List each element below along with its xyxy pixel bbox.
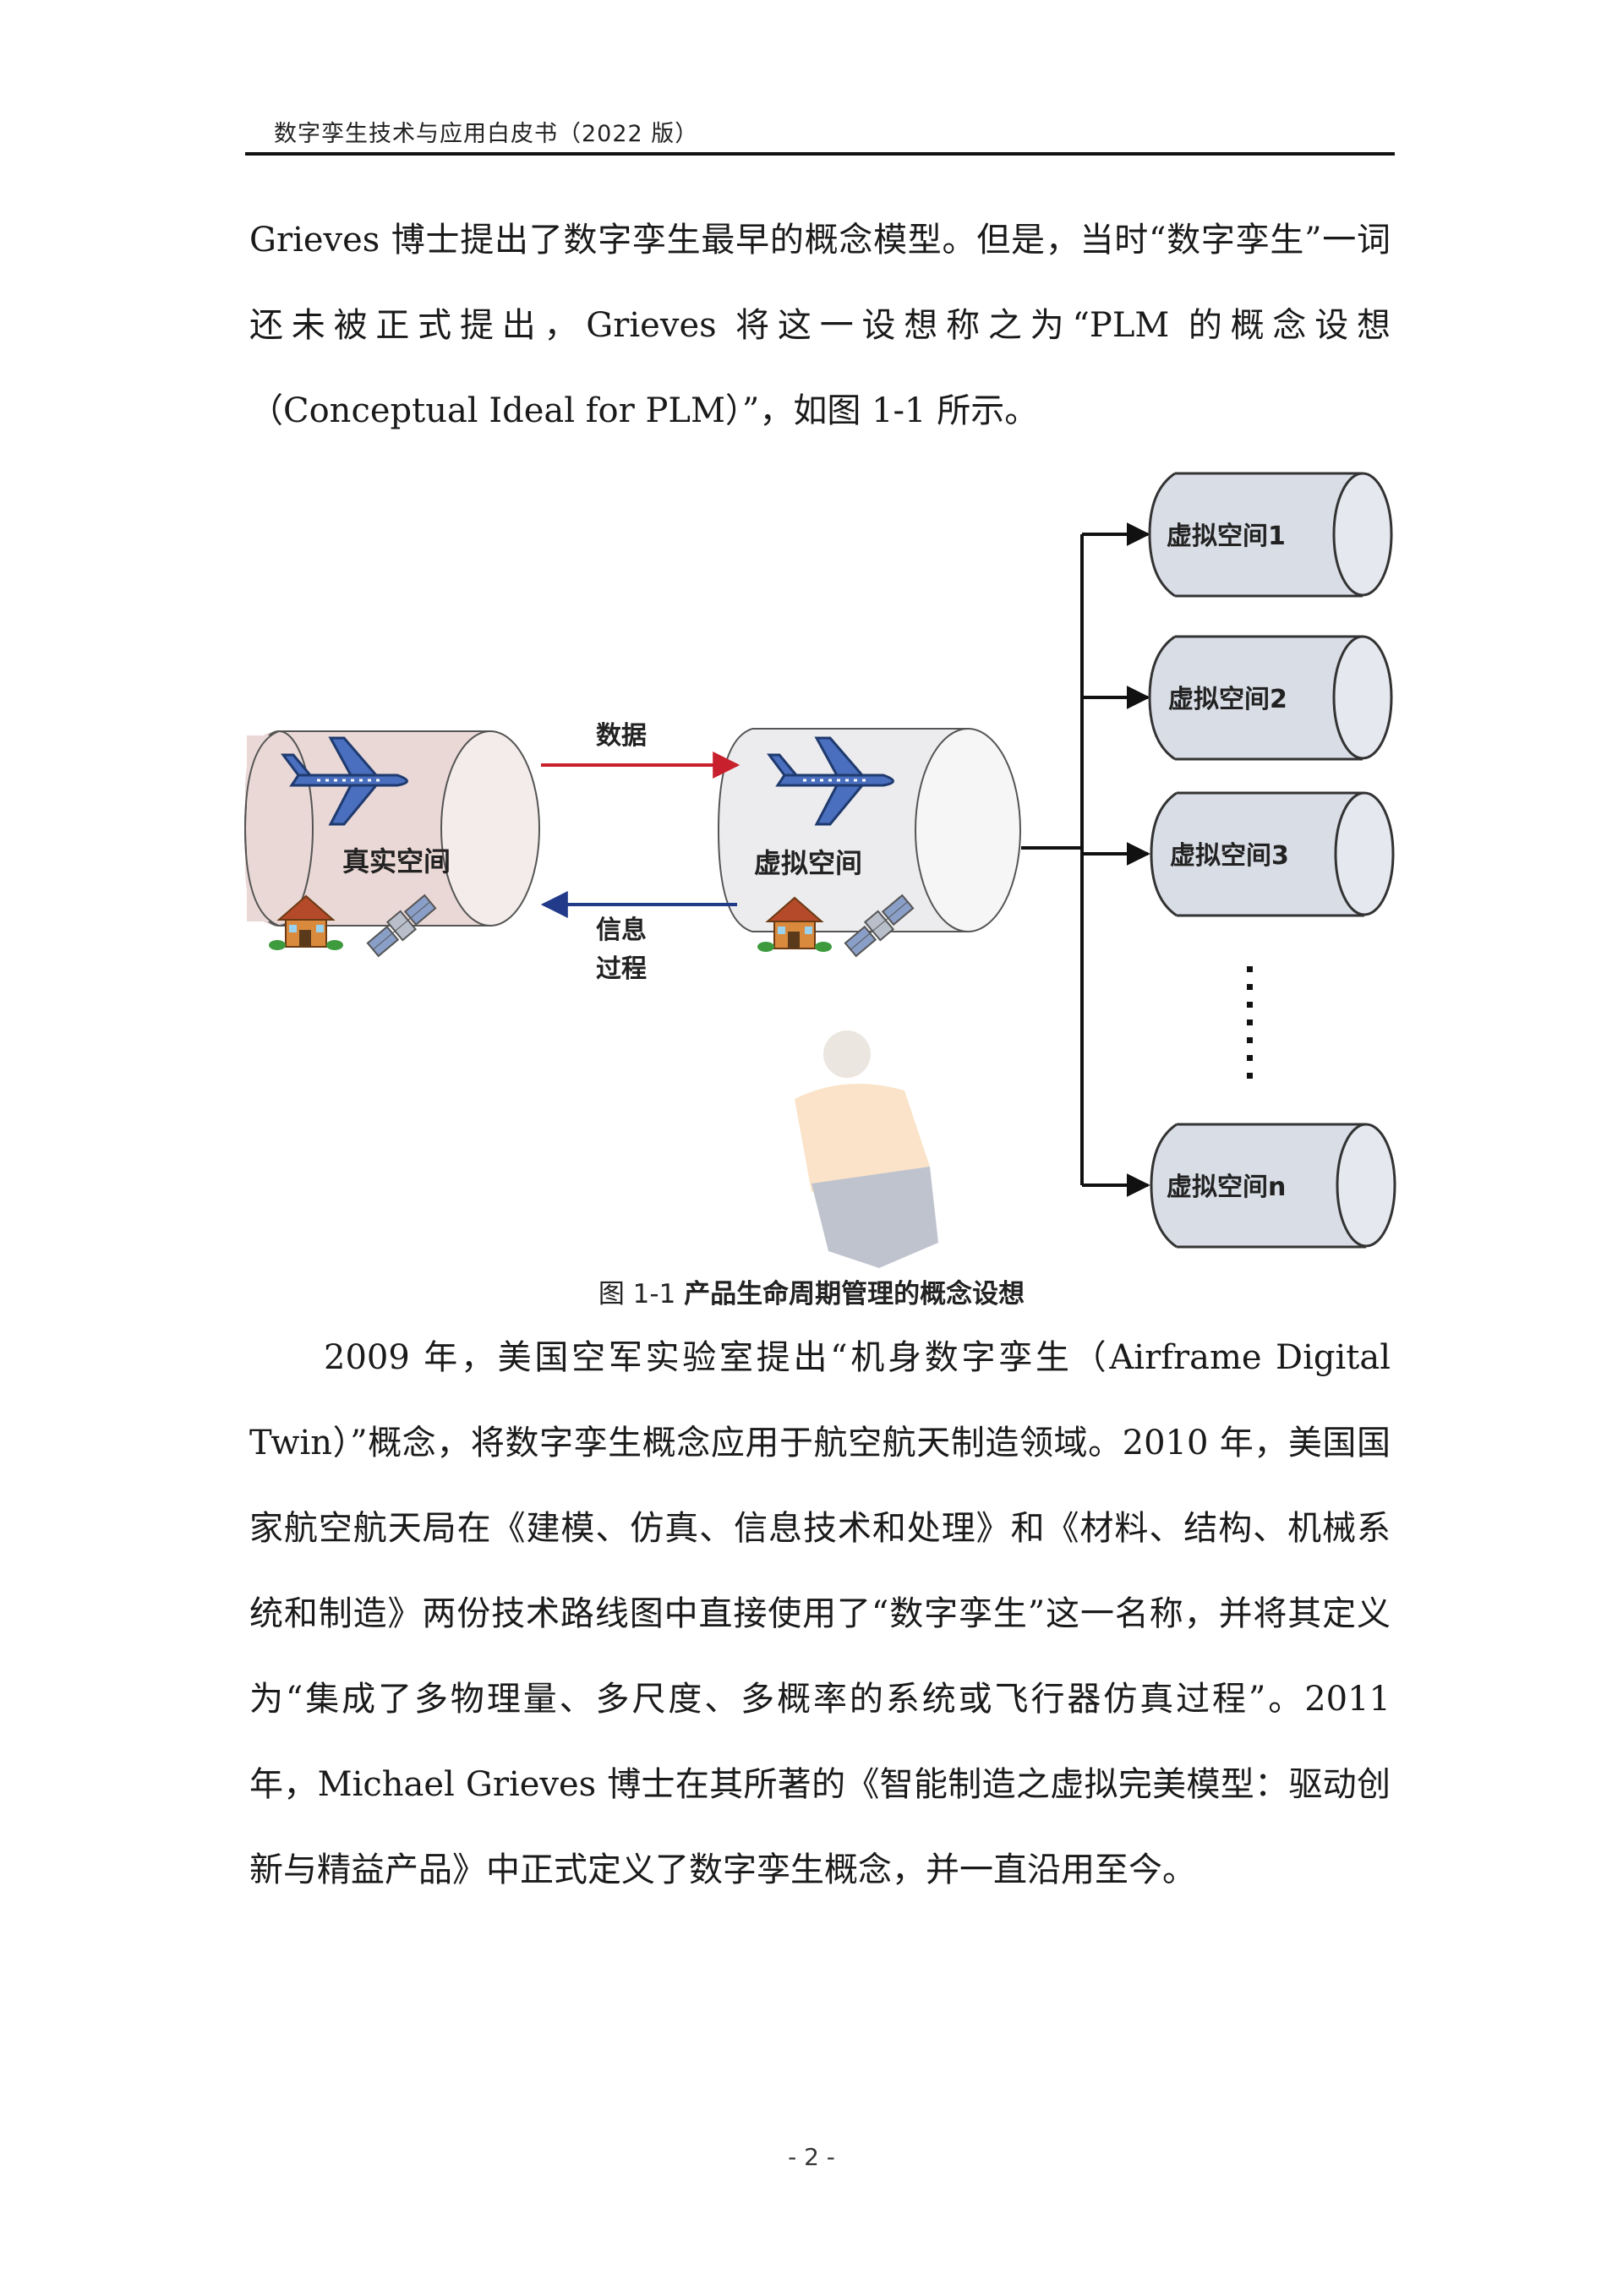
virtual-space-cylinder xyxy=(717,728,1021,932)
virtual-space-n-label: 虚拟空间n xyxy=(1167,1173,1286,1202)
info-arrow-label-2: 过程 xyxy=(596,954,647,984)
header-title: 数字孪生技术与应用白皮书（2022 版） xyxy=(274,121,699,147)
virtual-space-cylinder-3: 虚拟空间3 xyxy=(1150,791,1395,917)
paragraph-intro: Grieves 博士提出了数字孪生最早的概念模型。但是，当时“数字孪生”一词还未… xyxy=(249,221,1391,430)
virtual-space-cylinder-1: 虚拟空间1 xyxy=(1148,472,1393,598)
virtual-space-cylinder-2: 虚拟空间2 xyxy=(1148,635,1393,761)
figure-caption-number: 图 1-1 xyxy=(598,1279,676,1309)
watermark-figure xyxy=(795,1030,938,1268)
real-space-label: 真实空间 xyxy=(342,845,451,877)
page-number: - 2 - xyxy=(788,2143,835,2171)
figure-plm-concept: 真实空间 虚拟空间 数据 信息 过程 虚拟空间1 虚拟空间2 xyxy=(243,472,1396,1268)
virtual-space-2-label: 虚拟空间2 xyxy=(1168,685,1287,714)
virtual-space-1-label: 虚拟空间1 xyxy=(1167,522,1286,551)
data-arrow-label: 数据 xyxy=(596,721,647,751)
figure-caption: 图 1-1 产品生命周期管理的概念设想 xyxy=(0,1272,1623,1310)
info-arrow-label-1: 信息 xyxy=(596,916,647,945)
ellipsis-dots xyxy=(1247,966,1253,1079)
page-header: 数字孪生技术与应用白皮书（2022 版） xyxy=(245,110,1395,156)
virtual-space-label: 虚拟空间 xyxy=(754,847,862,879)
virtual-space-3-label: 虚拟空间3 xyxy=(1170,841,1289,871)
virtual-space-cylinder-n: 虚拟空间n xyxy=(1150,1123,1396,1249)
paragraph-history: 2009 年，美国空军实验室提出“机身数字孪生（Airframe Digital… xyxy=(249,1338,1391,1889)
figure-caption-title: 产品生命周期管理的概念设想 xyxy=(684,1279,1025,1309)
